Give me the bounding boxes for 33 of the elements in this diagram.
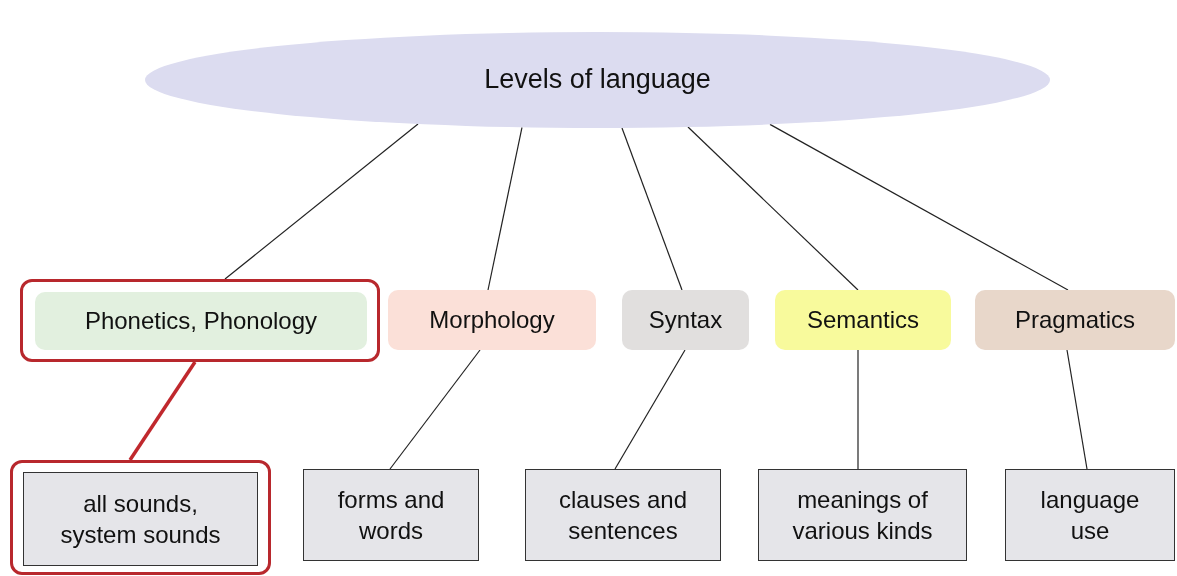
connector-line: [389, 349, 481, 470]
connector-line: [614, 349, 686, 470]
highlight-frame: [20, 279, 380, 362]
highlight-frame: [10, 460, 271, 575]
level-box: [622, 290, 749, 350]
connector-line: [769, 123, 1069, 291]
description-box: [1005, 469, 1175, 561]
level-box: [388, 290, 596, 350]
description-box: [525, 469, 721, 561]
label-text: meanings of various kinds: [791, 484, 934, 546]
connector-line: [487, 126, 523, 291]
label-text: Phonetics, Phonology: [84, 306, 318, 337]
connector-line: [687, 126, 859, 291]
label-text: all sounds, system sounds: [59, 488, 222, 550]
label-text: Levels of language: [484, 63, 711, 97]
level-box: [975, 290, 1175, 350]
connector-line: [224, 123, 419, 280]
label-text: language use: [1039, 484, 1141, 546]
description-box: [758, 469, 967, 561]
label-text: Semantics: [806, 305, 919, 336]
connector-line: [857, 349, 859, 470]
label-text: Pragmatics: [1014, 305, 1135, 336]
level-box: [35, 292, 367, 350]
label-text: Syntax: [648, 305, 723, 336]
connector-line: [1066, 349, 1088, 470]
label-text: forms and words: [336, 484, 446, 546]
connector-line: [128, 361, 197, 461]
description-box: [23, 472, 258, 566]
label-text: Morphology: [429, 305, 555, 336]
description-box: [303, 469, 479, 561]
level-box: [775, 290, 951, 350]
connector-line: [621, 127, 683, 291]
label-text: clauses and sentences: [557, 484, 689, 546]
